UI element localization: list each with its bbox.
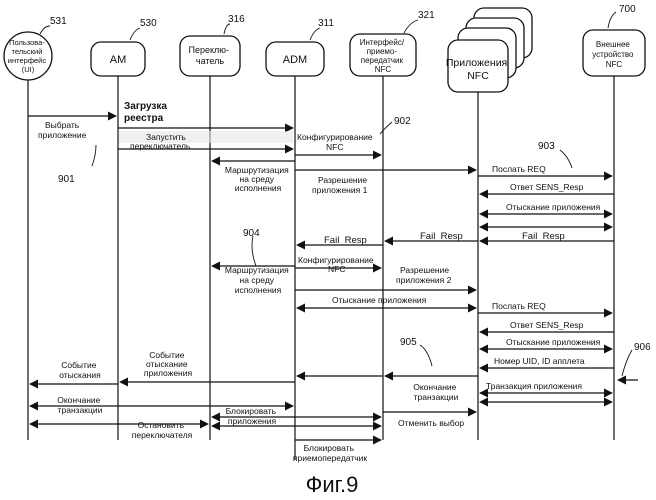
ref-321: 321 <box>418 10 435 21</box>
label-stop-switch: Остановить переключателя <box>132 420 193 440</box>
leader-903 <box>560 150 572 168</box>
label-app-transaction: Транзакция приложения <box>486 381 582 391</box>
label-fail-iface: Fail_Resp <box>420 231 463 242</box>
leader-905 <box>420 345 432 366</box>
label-app-search-2: Отыскание приложения <box>332 295 427 305</box>
label-load-registry: Загрузка реестра <box>124 101 170 124</box>
ref-905: 905 <box>400 337 417 348</box>
ref-530: 530 <box>140 18 157 29</box>
label-config-nfc: Конфигурирование NFC <box>297 132 375 152</box>
ref-700: 700 <box>619 4 636 15</box>
label-config-nfc-2: Конфигурирование NFC <box>298 255 376 274</box>
ref-906: 906 <box>634 342 651 353</box>
label-block-apps: Блокировать приложения <box>226 406 279 426</box>
label-sens-resp-2: Ответ SENS_Resp <box>510 320 584 330</box>
figure-caption: Фиг.9 <box>306 472 359 497</box>
label-app-search-1: Отыскание приложения <box>506 202 601 212</box>
label-select-app: Выбрать приложение <box>38 120 87 140</box>
leader-904 <box>252 236 256 266</box>
label-routing-2: Маршрутизация на среду исполнения <box>225 265 291 295</box>
ref-311: 311 <box>318 18 334 29</box>
ref-531: 531 <box>50 16 67 27</box>
am-label: AM <box>110 54 127 66</box>
label-send-req: Послать REQ <box>492 164 546 174</box>
label-search-event-ui: Событие отыскания <box>59 360 101 380</box>
label-block-transceiver: Блокировать приемопередатчик <box>293 443 368 463</box>
label-search-event-am: Событие отыскание приложения <box>144 350 193 378</box>
label-enable-app-1: Разрешение приложения 1 <box>312 175 369 195</box>
label-tx-end-ui: Окончание транзакции <box>57 395 103 415</box>
ref-904: 904 <box>243 228 260 239</box>
leader-531 <box>40 26 50 34</box>
label-fail-ext: Fail_Resp <box>522 231 565 242</box>
adm-label: ADM <box>283 54 307 66</box>
label-uid-aid: Номер UID, ID апплета <box>494 356 585 366</box>
leader-700 <box>608 12 616 28</box>
ref-903: 903 <box>538 141 555 152</box>
label-app-search-3: Отыскание приложения <box>506 337 601 347</box>
label-cancel-select: Отменить выбор <box>398 418 464 428</box>
ref-316: 316 <box>228 14 245 25</box>
ref-902: 902 <box>394 116 411 127</box>
leader-530 <box>130 28 140 40</box>
leader-311 <box>310 28 320 40</box>
ref-901: 901 <box>58 174 75 185</box>
label-enable-app-2: Разрешение приложения 2 <box>396 265 452 285</box>
leader-902 <box>380 122 392 134</box>
leader-321 <box>404 20 418 33</box>
leader-316 <box>224 24 230 34</box>
label-send-req-2: Послать REQ <box>492 301 546 311</box>
leader-906 <box>622 350 632 376</box>
leader-901 <box>92 145 96 166</box>
label-tx-end-1: Окончание транзакции <box>413 382 459 402</box>
label-fail-adm: Fail_Resp <box>324 235 367 246</box>
label-routing-1: Маршрутизация на среду исполнения <box>225 165 291 193</box>
label-sens-resp-1: Ответ SENS_Resp <box>510 182 584 192</box>
